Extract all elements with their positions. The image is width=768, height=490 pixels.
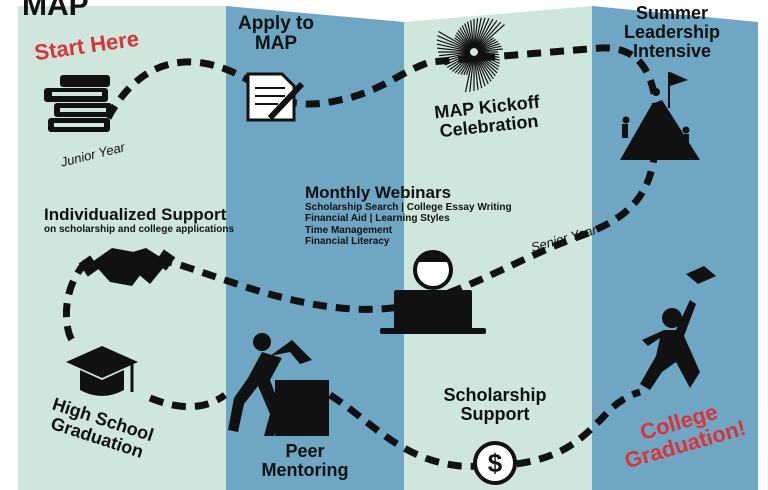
handshake-icon	[78, 248, 176, 286]
webinars-title: Monthly Webinars	[305, 183, 452, 202]
apply-label: Apply to MAP	[238, 13, 314, 54]
graduation-cap-icon	[66, 346, 138, 396]
webinar-topic-1: Scholarship Search | College Essay Writi…	[305, 201, 512, 213]
books-icon	[44, 75, 112, 132]
webinar-topic-2: Financial Aid | Learning Styles	[305, 213, 450, 225]
webinar-topic-4: Financial Literacy	[305, 236, 390, 248]
map-title: MAP	[22, 0, 89, 22]
svg-text:$: $	[488, 448, 503, 478]
jumping-graduate-icon	[640, 266, 716, 390]
dollar-coin-icon: $	[473, 441, 517, 485]
laptop-user-icon	[380, 250, 486, 334]
climbing-person-icon	[228, 333, 329, 436]
peer-mentoring-label: Peer Mentoring	[261, 441, 349, 480]
firework-icon	[436, 17, 505, 93]
journey-path-bottom	[148, 388, 642, 470]
support-subtitle: on scholarship and college applications	[44, 223, 235, 235]
journey-path-lower	[62, 259, 89, 343]
webinars-block: Monthly Webinars Scholarship Search | Co…	[305, 184, 545, 248]
panel-3	[404, 6, 592, 490]
mountain-climbers-icon	[620, 72, 700, 160]
panel-4	[592, 6, 758, 490]
summer-intensive-label: Summer Leadership Intensive	[623, 3, 721, 61]
scholarship-support-label: Scholarship Support	[443, 385, 547, 424]
document-pen-icon	[246, 72, 305, 122]
support-block: Individualized Support on scholarship an…	[44, 206, 254, 235]
support-title: Individualized Support	[44, 205, 227, 224]
webinar-topic-3: Time Management	[305, 224, 393, 236]
